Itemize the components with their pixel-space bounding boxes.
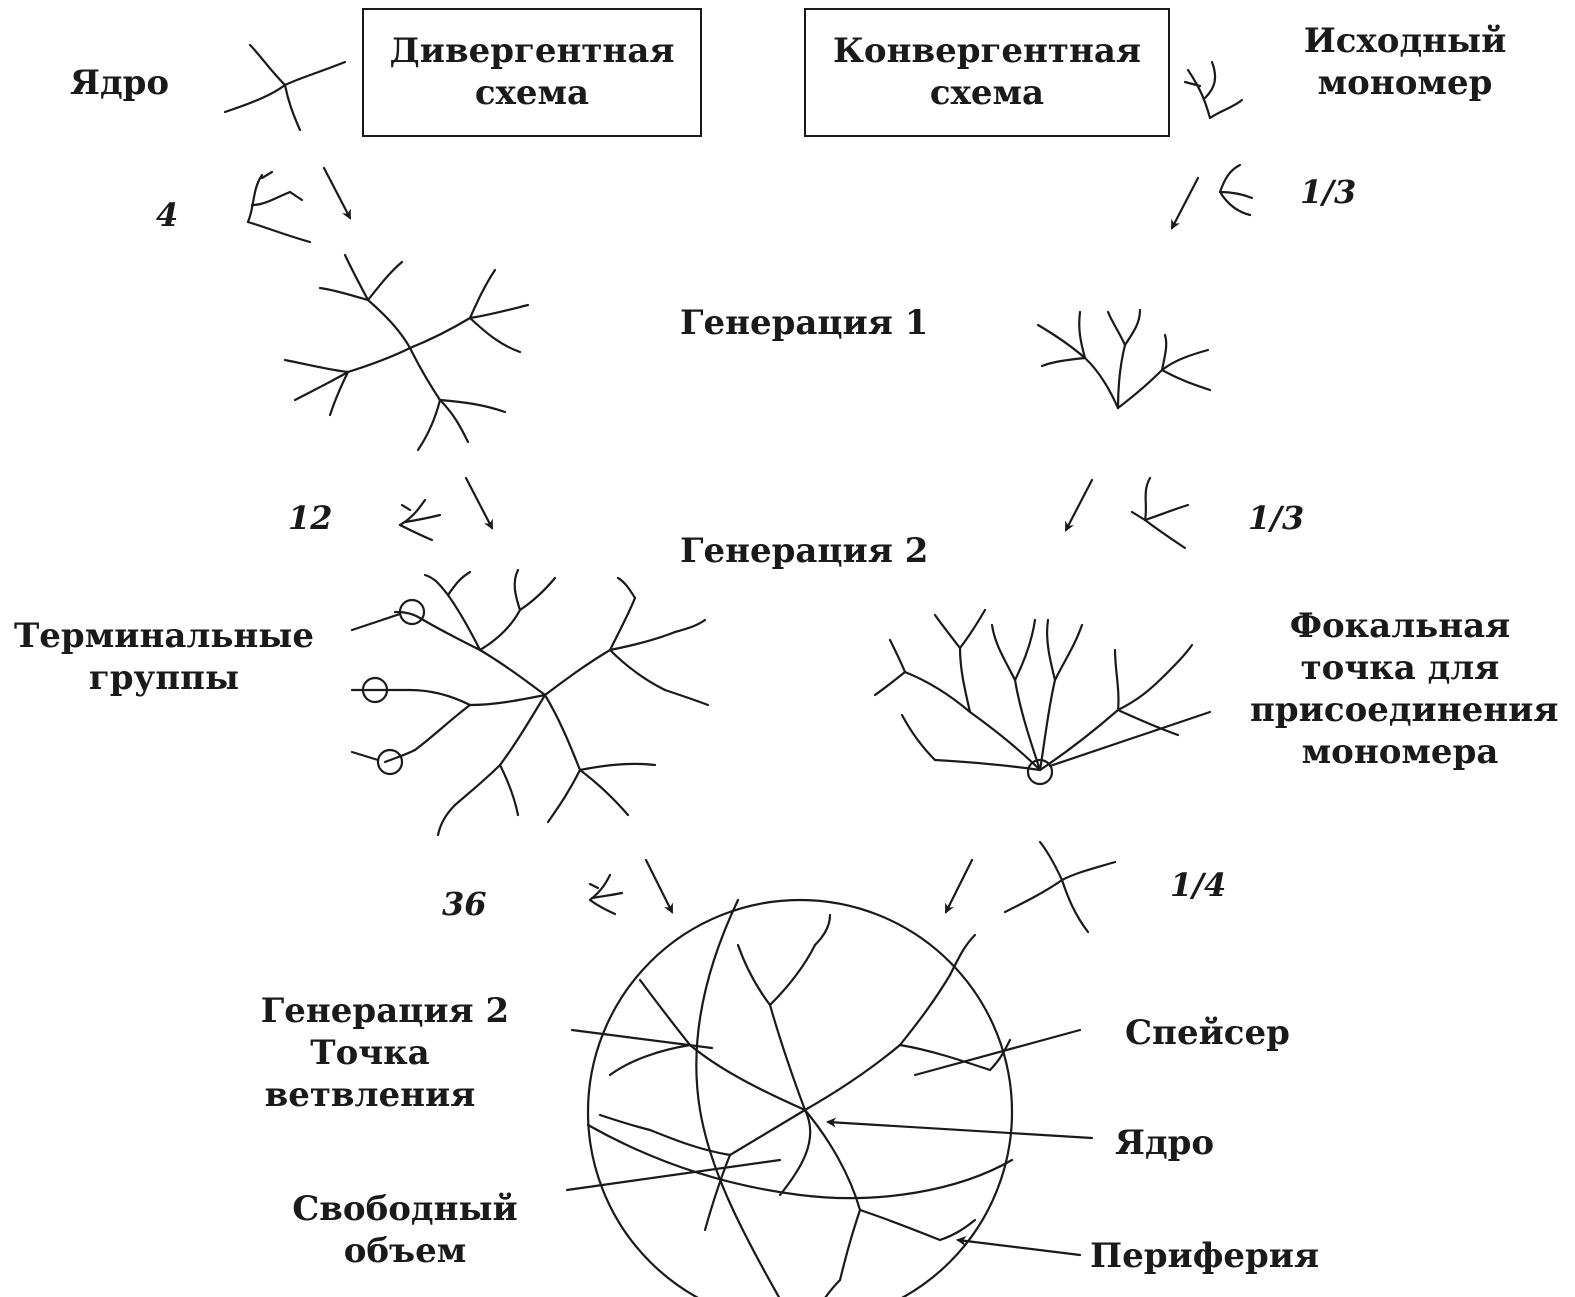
divergent-generation-2-dendrimer	[365, 570, 708, 835]
divergent-scheme-label-line1: Дивергентная	[364, 30, 700, 72]
divergent-scheme-box: Дивергентная схема	[362, 8, 702, 137]
periphery-label: Периферия	[1090, 1235, 1319, 1277]
convergent-quantity-1: 1/3	[1300, 172, 1356, 212]
divergent-scheme-label-line2: схема	[364, 72, 700, 114]
divergent-quantity-2: 12	[288, 498, 333, 538]
free-volume-label-line2: объем	[280, 1230, 530, 1272]
divergent-quantity-1: 4	[156, 195, 178, 235]
convergent-scheme-label-line2: схема	[806, 72, 1168, 114]
generation-3-dendrimer	[588, 900, 1012, 1297]
gen2-branch-point-label-line3: ветвления	[250, 1074, 490, 1116]
generation-2-label: Генерация 2	[680, 530, 928, 572]
monomer-icon-div-2	[400, 500, 440, 540]
core-molecule-top	[225, 45, 345, 130]
initial-monomer-label-line2: мономер	[1290, 62, 1520, 104]
monomer-icon-conv-2	[1132, 478, 1188, 548]
free-volume-label-line1: Свободный	[280, 1188, 530, 1230]
gen2-branch-point-label-line1: Генерация 2	[250, 990, 520, 1032]
focal-point-label-line2: точка для	[1250, 647, 1550, 689]
terminal-groups-label-line2: группы	[14, 657, 314, 699]
convergent-scheme-box: Конвергентная схема	[804, 8, 1170, 137]
convergent-scheme-label-line1: Конвергентная	[806, 30, 1168, 72]
leader-gen2-branch	[572, 1030, 712, 1048]
arrow-conv-1	[1172, 178, 1198, 228]
focal-point-label-line3: присоединения	[1250, 689, 1550, 731]
monomer-icon-div-3	[590, 875, 622, 914]
convergent-quantity-2: 1/3	[1248, 498, 1304, 538]
arrow-div-1	[324, 168, 350, 218]
leader-core	[828, 1122, 1092, 1138]
convergent-generation-1-dendron	[1038, 310, 1210, 408]
gen2-branch-point-label-line2: Точка	[250, 1032, 490, 1074]
arrow-conv-2	[1066, 480, 1092, 530]
spacer-label: Спейсер	[1125, 1012, 1290, 1054]
initial-monomer-label-line1: Исходный	[1290, 20, 1520, 62]
monomer-icon-conv-3	[1005, 842, 1115, 932]
focal-point-label-line4: мономера	[1250, 731, 1550, 773]
convergent-quantity-3: 1/4	[1170, 865, 1226, 905]
monomer-icon-div-1	[248, 172, 310, 242]
terminal-group-circles	[352, 600, 424, 774]
divergent-quantity-3: 36	[442, 884, 487, 924]
core-label-top: Ядро	[70, 62, 169, 104]
arrow-div-3	[646, 860, 672, 912]
convergent-generation-2-dendron	[875, 610, 1210, 784]
monomer-icon-top	[1185, 62, 1242, 118]
generation-1-label: Генерация 1	[680, 302, 928, 344]
leader-periphery	[958, 1240, 1080, 1255]
terminal-groups-label-line1: Терминальные	[14, 615, 314, 657]
arrow-div-2	[466, 478, 492, 528]
arrow-conv-3	[946, 860, 972, 912]
divergent-generation-1-dendrimer	[285, 255, 528, 450]
focal-point-label-line1: Фокальная	[1250, 605, 1550, 647]
core-label-bottom: Ядро	[1115, 1122, 1214, 1164]
monomer-icon-conv-1	[1220, 165, 1252, 215]
